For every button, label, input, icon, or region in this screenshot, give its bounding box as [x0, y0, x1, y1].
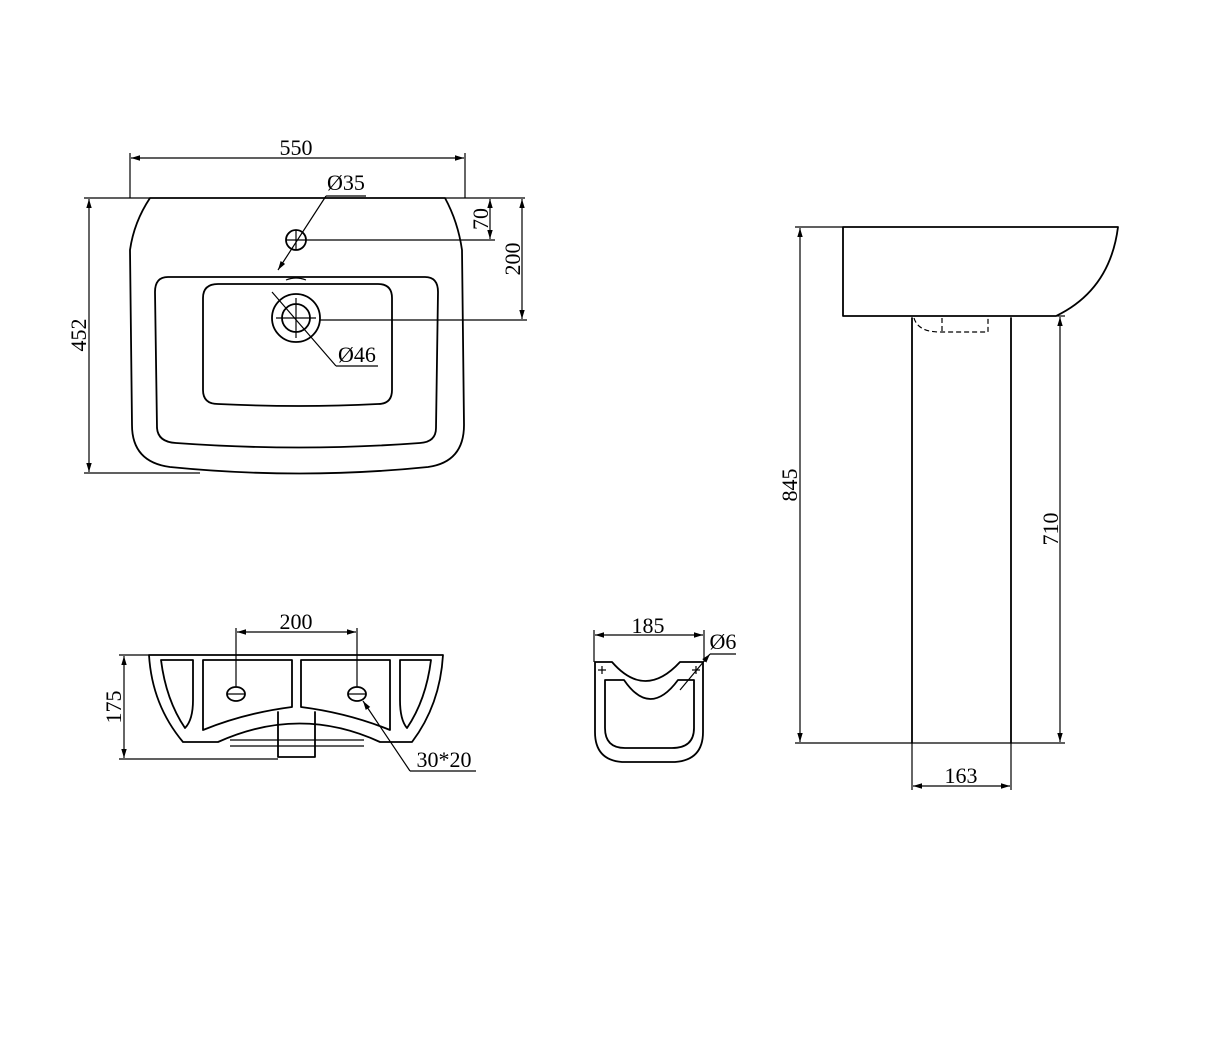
pedestal-fixing-hole-left — [598, 666, 606, 674]
bottom-view: 200 175 30*20 — [101, 609, 476, 772]
dim-pedestal-height: 710 — [1038, 513, 1063, 546]
bottom-outer-outline — [148, 654, 444, 743]
dim-pedestal-fixing-dia: Ø6 — [710, 629, 737, 654]
pedestal-outer — [594, 661, 704, 763]
dim-waste-offset: 200 — [500, 243, 525, 276]
top-view: 550 452 Ø35 70 200 Ø46 — [66, 135, 527, 475]
dim-top-depth: 452 — [66, 319, 91, 352]
dim-fixing-slot: 30*20 — [417, 747, 472, 772]
side-elevation-view: 845 710 163 — [777, 226, 1119, 790]
basin-bowl — [202, 283, 393, 407]
dim-tap-hole-offset: 70 — [468, 208, 493, 230]
dim-pedestal-top-width: 185 — [632, 613, 665, 638]
dim-top-width: 550 — [280, 135, 313, 160]
dim-fixing-spacing: 200 — [280, 609, 313, 634]
hidden-trap — [913, 317, 989, 333]
dim-overall-height: 845 — [777, 469, 802, 502]
dim-tap-hole-dia: Ø35 — [327, 170, 365, 195]
dim-waste-dia: Ø46 — [338, 342, 376, 367]
pedestal-plan-view: 185 Ø6 — [593, 613, 737, 763]
dim-bottom-height: 175 — [101, 691, 126, 724]
waste-outer — [271, 293, 321, 343]
pedestal-inner — [604, 679, 695, 749]
basin-side-profile — [842, 226, 1119, 317]
dim-pedestal-width: 163 — [945, 763, 978, 788]
pedestal-column — [911, 317, 1012, 744]
basin-outer-outline — [129, 197, 465, 475]
basin-inner-rim — [154, 276, 439, 449]
